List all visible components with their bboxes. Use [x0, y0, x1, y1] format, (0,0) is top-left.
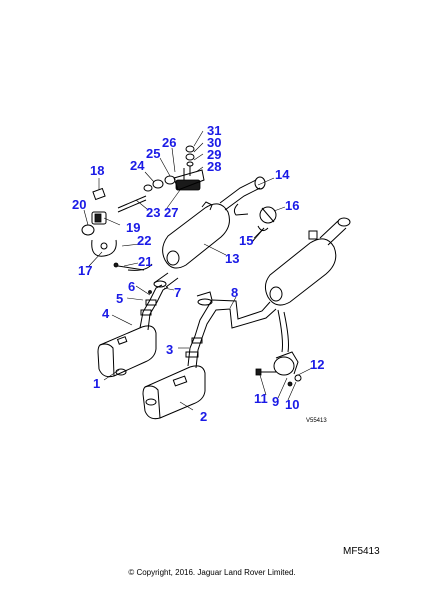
right-intermediate-pipe: [185, 291, 277, 369]
callout-8: 8: [231, 285, 238, 300]
callout-12: 12: [310, 357, 324, 372]
rear-right-silencer: [264, 217, 351, 353]
callout-30: 30: [207, 135, 221, 150]
callout-29: 29: [207, 147, 221, 162]
diagram-reference-code: V55413: [306, 418, 327, 424]
callout-24: 24: [130, 158, 145, 173]
callout-17: 17: [78, 263, 92, 278]
hanger-parts-right: [233, 203, 277, 243]
callout-6: 6: [128, 279, 135, 294]
front-left-muffler: [97, 325, 157, 378]
callout-22: 22: [137, 233, 151, 248]
callout-21: 21: [138, 254, 152, 269]
front-right-muffler: [142, 365, 206, 420]
callout-7: 7: [174, 285, 181, 300]
callout-labels: 1 2 3 4 5 6 7 8 9 10 11 12 13 14 15 16 1…: [72, 123, 324, 424]
callout-23: 23: [146, 205, 160, 220]
callout-10: 10: [285, 397, 299, 412]
callout-26: 26: [162, 135, 176, 150]
callout-16: 16: [285, 198, 299, 213]
rear-left-silencer: [162, 176, 266, 269]
callout-31: 31: [207, 123, 221, 138]
callout-15: 15: [239, 233, 253, 248]
callout-27: 27: [164, 205, 178, 220]
callout-18: 18: [90, 163, 104, 178]
callout-1: 1: [93, 376, 100, 391]
callout-9: 9: [272, 394, 279, 409]
callout-4: 4: [102, 306, 110, 321]
copyright-notice: © Copyright, 2016. Jaguar Land Rover Lim…: [128, 568, 296, 577]
callout-11: 11: [254, 391, 268, 406]
mounting-stack: [117, 145, 205, 213]
leader-lines: [83, 130, 313, 411]
rear-clamp-assembly: [255, 351, 302, 387]
sheet-code: MF5413: [343, 546, 380, 557]
callout-28: 28: [207, 159, 221, 174]
callout-5: 5: [116, 291, 123, 306]
callout-14: 14: [275, 167, 290, 182]
callout-25: 25: [146, 146, 160, 161]
left-downpipe-assembly: [139, 272, 179, 331]
callout-19: 19: [126, 220, 140, 235]
callout-2: 2: [200, 409, 207, 424]
callout-20: 20: [72, 197, 86, 212]
callout-3: 3: [166, 342, 173, 357]
left-mounting-parts: [81, 187, 153, 271]
callout-13: 13: [225, 251, 239, 266]
